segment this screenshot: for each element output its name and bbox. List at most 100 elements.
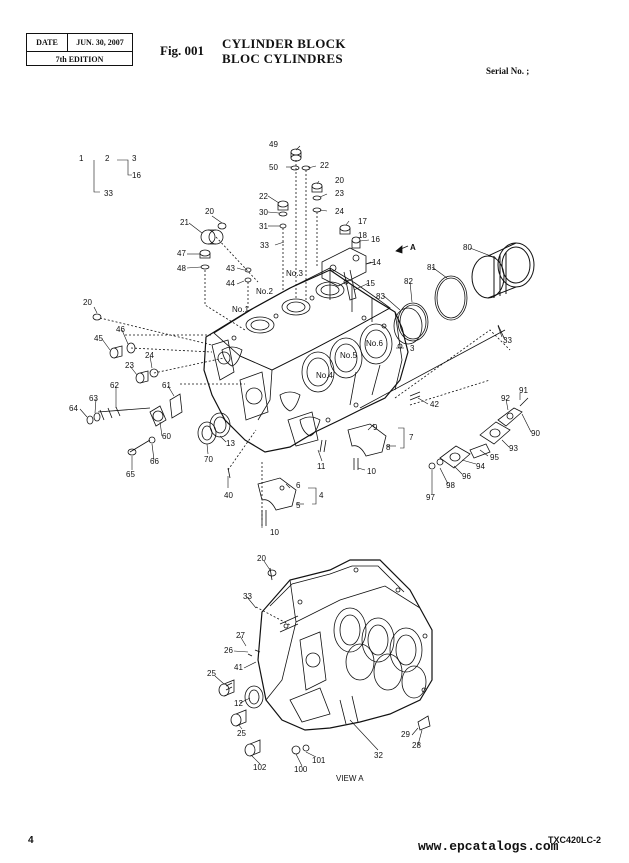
cyl-label-5: No.5 [340, 351, 357, 360]
callout: 1 [79, 154, 84, 163]
callout: 32 [374, 751, 383, 760]
watermark: www.epcatalogs.com [418, 839, 559, 854]
callout: 4 [319, 491, 324, 500]
callout: 33 [503, 336, 512, 345]
callout: 29 [401, 730, 410, 739]
callout: 16 [371, 235, 380, 244]
callout: 20 [335, 176, 344, 185]
part-plug-23b [135, 357, 225, 384]
edition-box: DATE JUN. 30, 2007 7th EDITION [26, 33, 133, 66]
callout: 12 [234, 699, 243, 708]
view-a-label: VIEW A [336, 774, 364, 783]
part-bracket-14 [321, 247, 375, 301]
callout: 24 [335, 207, 344, 216]
callout: 23 [335, 189, 344, 198]
callout: 3 [132, 154, 137, 163]
callout: 6 [296, 481, 301, 490]
callout: 33 [104, 189, 113, 198]
part-bearing-cap-4 [257, 477, 297, 526]
callout: 64 [69, 404, 78, 413]
callout: 24 [145, 351, 154, 360]
callout: 5 [296, 501, 301, 510]
callout: 18 [358, 231, 367, 240]
callout: 63 [89, 394, 98, 403]
part-cover-95 [428, 443, 491, 470]
model-number: TXC420LC-2 [548, 835, 602, 845]
callout: 91 [519, 386, 528, 395]
callout: 49 [269, 140, 278, 149]
callout: 16 [132, 171, 141, 180]
part-plug-45 [109, 342, 213, 359]
callout: 92 [501, 394, 510, 403]
callout: 33 [243, 592, 252, 601]
part-plug-102 [244, 739, 261, 757]
callout: 7 [409, 433, 414, 442]
cyl-label-2: No.2 [256, 287, 273, 296]
callout: 45 [94, 334, 103, 343]
callout: 80 [463, 243, 472, 252]
callout: 70 [204, 455, 213, 464]
callout: 95 [490, 453, 499, 462]
callout: 94 [476, 462, 485, 471]
page-number: 4 [28, 835, 34, 846]
view-arrow-label: A [410, 243, 416, 252]
part-cylinder-liner-80 [471, 242, 535, 299]
part-stud-40 [227, 467, 231, 479]
callout: 20 [205, 207, 214, 216]
callout: 96 [462, 472, 471, 481]
part-cover-93 [479, 397, 529, 445]
callout: 17 [358, 217, 367, 226]
part-o-ring-83 [393, 307, 423, 345]
callout: 102 [253, 763, 267, 772]
callout: 14 [372, 258, 381, 267]
cyl-label-6: No.6 [366, 339, 383, 348]
callout: 30 [259, 208, 268, 217]
cyl-label-4: No.4 [316, 371, 333, 380]
part-seal-12 [244, 685, 264, 709]
callout: 25 [207, 669, 216, 678]
callout: 62 [110, 381, 119, 390]
callout-numbers: 1 2 3 16 33 49 50 22 20 23 24 22 30 31 1… [69, 140, 540, 774]
callout: 11 [317, 462, 326, 471]
part-plug-17 [339, 224, 361, 249]
serial-number-label: Serial No. ; [486, 66, 530, 76]
callout: 82 [404, 277, 413, 286]
callout: 50 [269, 163, 278, 172]
callout: 33 [260, 241, 269, 250]
edition-label: 7th EDITION [55, 55, 104, 64]
callout: 61 [162, 381, 171, 390]
part-sleeve-21 [200, 229, 259, 283]
part-plug-20b [217, 222, 227, 230]
date-row: DATE JUN. 30, 2007 [27, 34, 132, 52]
callout: 83 [376, 292, 385, 301]
figure-number: Fig. 001 [160, 43, 205, 58]
callout: 22 [320, 161, 329, 170]
callout: 2 [105, 154, 110, 163]
callout: 22 [259, 192, 268, 201]
callout: 98 [446, 481, 455, 490]
part-stud-49 [290, 148, 311, 300]
part-stud-42 [409, 391, 421, 401]
callout: 31 [259, 222, 268, 231]
part-o-ring-82 [397, 302, 429, 342]
callout: 8 [386, 443, 391, 452]
callout: 100 [294, 765, 308, 774]
callout: 20 [83, 298, 92, 307]
callout: 47 [177, 249, 186, 258]
part-plug-25b [230, 709, 247, 727]
part-o-ring-81 [434, 275, 468, 321]
callout: 27 [236, 631, 245, 640]
cyl-label-3: No.3 [286, 269, 303, 278]
part-plug-20c [92, 313, 102, 321]
part-plug-20d [267, 569, 277, 577]
callout: 48 [177, 264, 186, 273]
callout: 101 [312, 756, 326, 765]
figure-title-en: CYLINDER BLOCK [222, 36, 346, 51]
callout: 93 [509, 444, 518, 453]
callout: 10 [367, 467, 376, 476]
callout: 9 [373, 423, 378, 432]
callout: 43 [226, 264, 235, 273]
callout: 3 [410, 344, 415, 353]
callout: 23 [125, 361, 134, 370]
